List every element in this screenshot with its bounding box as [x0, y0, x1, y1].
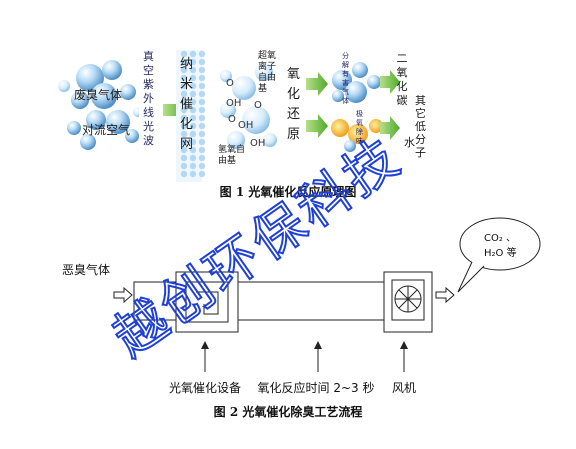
figure2-group: 恶臭气体 CO₂ 、 H₂O 等	[62, 217, 541, 419]
oh-label-2: OH	[238, 120, 253, 131]
o-label-2: O	[254, 100, 262, 111]
output-bubble	[457, 217, 541, 293]
stage-label-fan: 风机	[392, 381, 416, 395]
o-label-3: O	[228, 114, 236, 125]
decompose-label: 分解有害气体	[342, 51, 350, 105]
products-label: 二氧化碳	[397, 52, 412, 107]
flow-arrow-5	[380, 116, 400, 140]
nano-catalyst-mesh	[176, 50, 206, 182]
reaction-duct	[237, 281, 385, 321]
input-label-waste-gas: 废臭气体	[74, 87, 122, 102]
flow-arrow-2	[306, 72, 328, 96]
figure1-group: 废臭气体 对流空气 真空紫外线光波 纳米催化网 OH OH OH O O O 超…	[58, 49, 429, 199]
catalyst-label: 纳米催化网	[180, 57, 198, 152]
uv-label: 真空紫外线光波	[143, 49, 157, 147]
radical-bubbles	[220, 63, 277, 149]
waste-gas-bubbles	[58, 60, 143, 150]
small-molecules-label: 其它低分子	[415, 94, 429, 159]
stage-label-reaction-time: 氧化反应时间 2~3 秒	[258, 380, 375, 395]
oh-label-1: OH	[226, 98, 241, 109]
plasma-bubbles	[331, 119, 383, 152]
bubble-text-line2: H₂O 等	[484, 246, 517, 259]
input-label-convection-air: 对流空气	[82, 122, 130, 137]
figure2-caption: 图 2 光氧催化除臭工艺流程	[214, 404, 363, 419]
flow-arrow-3	[306, 114, 328, 138]
redox-label: 氧化还原	[287, 67, 305, 142]
figure1-caption: 图 1 光氧催化反应原理图	[220, 184, 357, 199]
flow-arrow-4	[380, 70, 400, 94]
hydroxyl-label: 氢氧自由基	[218, 143, 245, 166]
superoxide-label: 超氧离子自由基	[258, 49, 276, 94]
decompose-bubbles	[332, 62, 381, 103]
outlet-arrow	[435, 286, 455, 304]
photocatalysis-baffle	[196, 291, 219, 315]
water-label: 水	[404, 136, 415, 149]
bubble-text-line1: CO₂ 、	[484, 233, 516, 244]
photocatalysis-inner	[185, 281, 229, 323]
inlet-arrow	[113, 286, 133, 304]
fan-icon	[394, 285, 422, 313]
o-label-1: O	[226, 78, 234, 89]
uv-light-bar	[139, 56, 161, 168]
oh-label-3: OH	[250, 138, 265, 149]
plasma-label: 极氧除味	[356, 109, 364, 145]
stage-label-photocatalysis: 光氧催化设备	[169, 381, 241, 395]
inlet-label: 恶臭气体	[62, 262, 110, 277]
